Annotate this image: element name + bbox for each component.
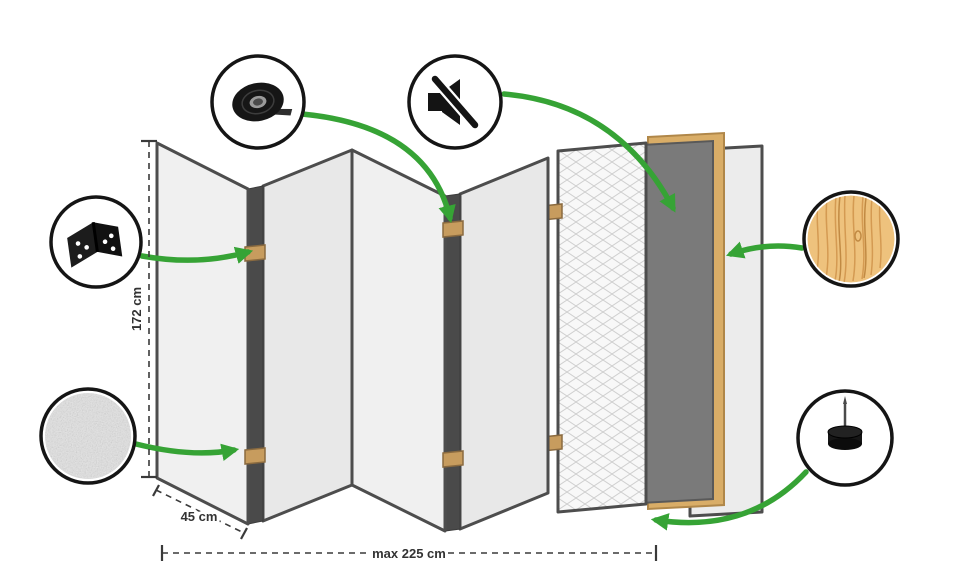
wood-texture-icon: [807, 195, 895, 283]
dimension-max-width: max 225 cm: [160, 543, 658, 564]
arrow-wood-to-frame: [726, 241, 805, 259]
dimension-height: 172 cm: [126, 139, 157, 479]
hinge-icon: [67, 221, 123, 268]
callout-hinge: [49, 195, 143, 289]
callout-arrows: [133, 91, 809, 531]
arrow-mute-to-acoustic-panel: [501, 91, 676, 213]
callout-mute: [407, 54, 503, 150]
callout-canvas: [39, 387, 137, 485]
arrow-hinge-to-fold: [139, 246, 254, 264]
floor-pad-pin-icon: [827, 396, 863, 450]
hinge-fold2-bottom: [442, 450, 464, 468]
acoustic-panel: [640, 139, 714, 505]
screen-panel-3: [350, 148, 447, 533]
pattern-panel: [556, 141, 648, 514]
callout-foot: [796, 389, 894, 487]
screen-panel-4: [458, 156, 550, 531]
sound-off-icon: [428, 73, 481, 131]
panel-width-label: 45 cm: [181, 509, 218, 524]
tape-roll-icon: [232, 82, 293, 122]
dimension-panel-width: 45 cm: [152, 484, 248, 540]
callout-tape: [210, 54, 306, 150]
hinge-fold1-bottom: [244, 447, 266, 465]
screen-panel-2: [261, 148, 354, 523]
canvas-texture-icon: [45, 393, 131, 479]
arrow-foot-to-base: [650, 469, 809, 531]
callout-wood: [802, 190, 900, 288]
hinge-fold2-top: [442, 220, 464, 238]
fold-edge-2: [444, 193, 461, 532]
fold-edge-1: [247, 185, 264, 525]
arrow-canvas-to-panel: [133, 441, 240, 461]
screen-panel-1: [155, 141, 250, 526]
arrow-tape-to-hinge: [299, 111, 456, 224]
height-label: 172 cm: [129, 287, 144, 331]
max-width-label: max 225 cm: [372, 546, 446, 561]
